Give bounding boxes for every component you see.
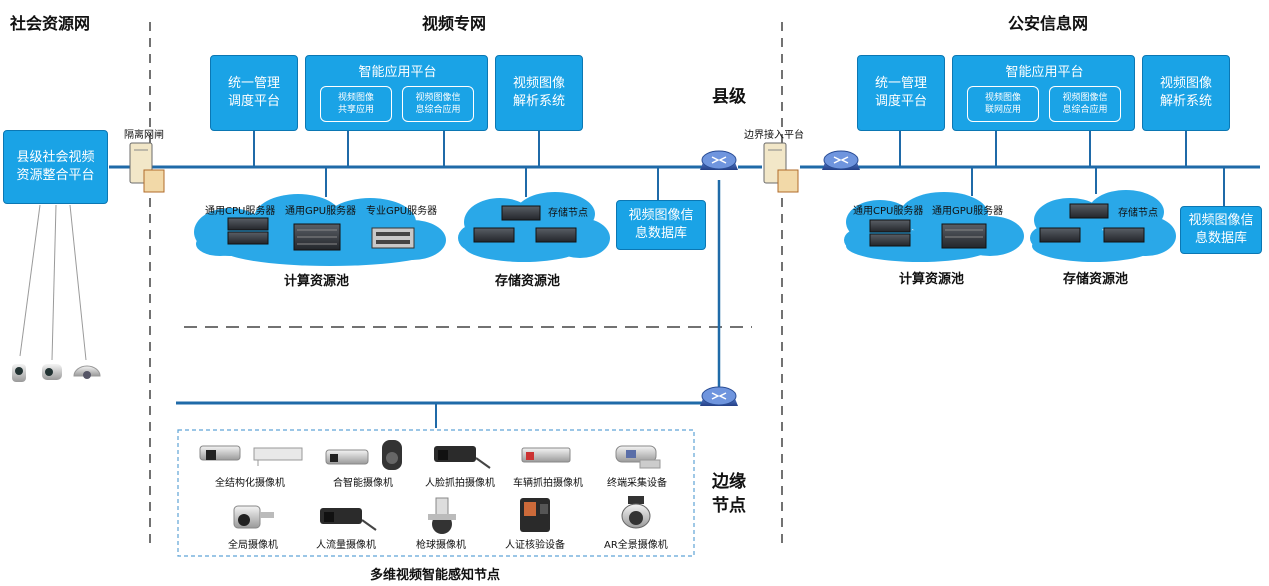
police-dispatch-platform: 统一管理 调度平台 xyxy=(857,55,945,131)
police-gpu-server-label: 通用GPU服务器 xyxy=(932,206,1004,217)
social-cameras xyxy=(12,364,101,382)
id-verification-device-icon xyxy=(520,498,550,532)
global-camera-icon xyxy=(233,505,274,529)
storage-node-label: 存储节点 xyxy=(548,208,588,219)
storage-icons-police xyxy=(1039,203,1145,243)
police-cpu-server-label: 通用CPU服务器 xyxy=(853,206,924,217)
storage-cloud-police xyxy=(1030,190,1176,262)
police-network-app: 视频图像联网应用 xyxy=(967,86,1039,122)
edge-device-label: 全结构化摄像机 xyxy=(215,478,285,489)
boundary-platform-label: 边界接入平台 xyxy=(744,130,804,141)
police-compute-pool-label: 计算资源池 xyxy=(899,272,965,287)
pro-gpu-server-icon xyxy=(371,227,415,249)
switch-icon-edge xyxy=(700,386,738,406)
edge-device-frame xyxy=(177,429,695,557)
smart-camera-icon xyxy=(325,440,402,470)
switch-icon-top xyxy=(700,150,738,170)
storage-pool-label: 存储资源池 xyxy=(495,274,561,289)
gpu-server-label: 通用GPU服务器 xyxy=(285,206,357,217)
police-info-database: 视频图像信 息数据库 xyxy=(1180,206,1262,254)
video-info-database: 视频图像信 息数据库 xyxy=(616,200,706,250)
video-info-app: 视频图像信息综合应用 xyxy=(402,86,474,122)
edge-device-label: 人证核验设备 xyxy=(505,540,565,551)
vehicle-capture-camera-icon xyxy=(521,447,571,463)
boundary-server-icon xyxy=(763,142,799,193)
police-storage-pool-label: 存储资源池 xyxy=(1063,272,1129,287)
edge-device-label: 全局摄像机 xyxy=(228,540,278,551)
edge-caption: 多维视频智能感知节点 xyxy=(370,568,501,583)
police-analysis-system: 视频图像 解析系统 xyxy=(1142,55,1230,131)
gateway-label: 隔离网闸 xyxy=(124,130,164,141)
section-title-police: 公安信息网 xyxy=(1008,14,1089,33)
section-title-social: 社会资源网 xyxy=(10,14,91,33)
people-flow-camera-icon xyxy=(320,508,377,531)
storage-icons-video xyxy=(473,205,577,243)
police-storage-node-label: 存储节点 xyxy=(1118,208,1158,219)
storage-cloud-video xyxy=(458,192,610,262)
gpu-server-icon-police xyxy=(941,223,987,249)
edge-device-label: 合智能摄像机 xyxy=(333,478,393,489)
county-social-video-platform: 县级社会视频 资源整合平台 xyxy=(3,130,108,204)
cpu-server-label: 通用CPU服务器 xyxy=(205,206,276,217)
video-smart-app-platform: 智能应用平台 视频图像共享应用 视频图像信息综合应用 xyxy=(305,55,488,131)
switch-icon-police xyxy=(822,150,860,170)
edge-device-label: 人脸抓拍摄像机 xyxy=(425,478,495,489)
section-title-video: 视频专网 xyxy=(422,14,487,33)
bullet-dome-camera-icon xyxy=(428,497,456,534)
edge-device-label: 终端采集设备 xyxy=(607,478,667,489)
video-analysis-system: 视频图像 解析系统 xyxy=(495,55,583,131)
edge-device-label: 人流量摄像机 xyxy=(316,540,376,551)
gpu-server-icon xyxy=(293,223,341,251)
level-label-county: 县级 xyxy=(712,87,746,107)
police-smart-app-platform: 智能应用平台 视频图像联网应用 视频图像信息综合应用 xyxy=(952,55,1135,131)
face-capture-camera-icon xyxy=(434,446,491,469)
pro-gpu-server-label: 专业GPU服务器 xyxy=(366,206,438,217)
edge-device-label: 枪球摄像机 xyxy=(416,540,466,551)
cpu-server-icon-police xyxy=(869,219,911,247)
cpu-server-icon xyxy=(227,217,269,245)
edge-device-label: 车辆抓拍摄像机 xyxy=(513,478,583,489)
gateway-server-icon xyxy=(129,142,165,193)
terminal-collection-device-icon xyxy=(615,445,661,469)
video-share-app: 视频图像共享应用 xyxy=(320,86,392,122)
level-label-edge: 边缘 节点 xyxy=(712,472,746,516)
compute-pool-label: 计算资源池 xyxy=(284,274,350,289)
full-structured-camera-icon xyxy=(199,445,303,466)
police-info-app: 视频图像信息综合应用 xyxy=(1049,86,1121,122)
video-dispatch-platform: 统一管理 调度平台 xyxy=(210,55,298,131)
ar-panorama-camera-icon xyxy=(621,496,651,529)
edge-device-label: AR全景摄像机 xyxy=(604,540,668,551)
